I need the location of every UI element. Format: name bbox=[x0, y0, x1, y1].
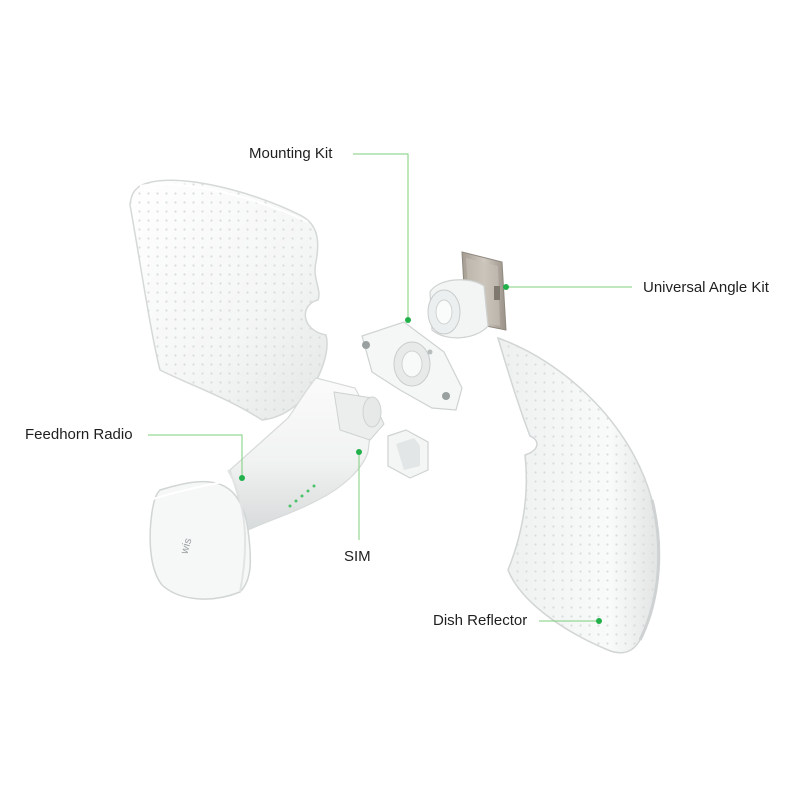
label-mounting-kit: Mounting Kit bbox=[249, 145, 333, 162]
feedhorn-radio-body: wis bbox=[149, 377, 385, 600]
universal-angle-kit-part bbox=[427, 251, 507, 339]
label-dish-reflector: Dish Reflector bbox=[433, 612, 528, 629]
marker-mounting-kit bbox=[405, 317, 411, 323]
callout-leaders bbox=[148, 153, 632, 624]
label-universal-angle-kit: Universal Angle Kit bbox=[643, 279, 769, 296]
mounting-kit-part bbox=[361, 321, 463, 411]
marker-sim bbox=[356, 449, 362, 455]
left-dish-reflector bbox=[129, 179, 328, 421]
leader-mounting-kit bbox=[353, 153, 409, 320]
marker-feedhorn-radio bbox=[239, 475, 245, 481]
right-dish-reflector bbox=[496, 336, 661, 654]
leader-feedhorn-radio bbox=[148, 434, 243, 478]
marker-universal-angle-kit bbox=[503, 284, 509, 290]
label-sim: SIM bbox=[344, 548, 371, 565]
led-indicators bbox=[288, 484, 316, 508]
radio-logo: wis bbox=[178, 536, 194, 556]
label-feedhorn-radio: Feedhorn Radio bbox=[25, 426, 133, 443]
marker-dish-reflector bbox=[596, 618, 602, 624]
sim-cover bbox=[387, 429, 429, 479]
